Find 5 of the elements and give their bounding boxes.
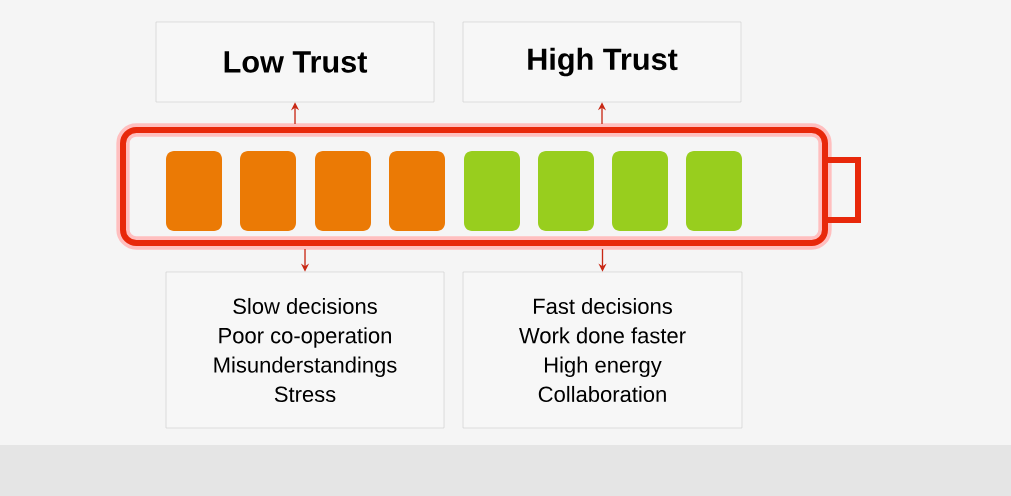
text-box: Fast decisions Work done faster High energy Collaboration xyxy=(462,271,743,429)
battery-drawing xyxy=(116,123,861,250)
text-box: Slow decisions Poor co-operation Misunderstandings Stress xyxy=(165,271,445,429)
heading-box: High Trust xyxy=(462,21,742,103)
heading-box: Low Trust xyxy=(155,21,435,103)
